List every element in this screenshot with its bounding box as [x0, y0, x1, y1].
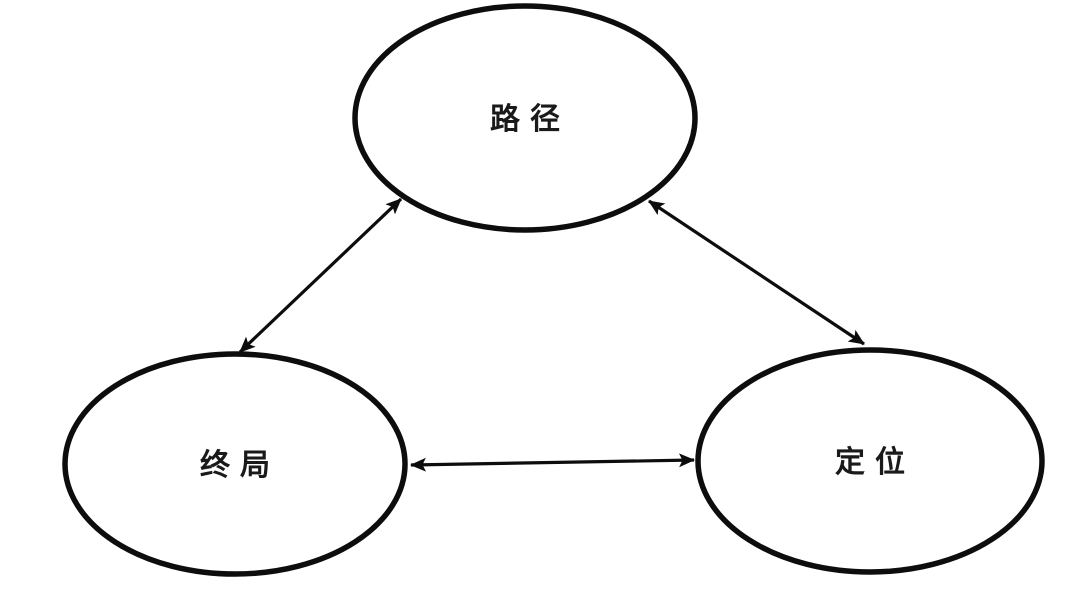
- arrow-path-positioning: [648, 199, 865, 346]
- node-endgame-ellipse: [62, 351, 408, 577]
- node-endgame: 终局: [62, 351, 408, 577]
- node-path-ellipse: [352, 3, 698, 233]
- node-endgame-label: 终局: [200, 448, 280, 483]
- node-positioning-label: 定位: [835, 445, 915, 480]
- node-path: 路径: [352, 3, 698, 233]
- node-path-label: 路径: [490, 102, 570, 137]
- arrow-endgame-path: [238, 197, 403, 354]
- node-positioning: 定位: [695, 347, 1045, 575]
- node-positioning-ellipse: [695, 347, 1045, 575]
- arrow-endgame-positioning: [410, 453, 695, 472]
